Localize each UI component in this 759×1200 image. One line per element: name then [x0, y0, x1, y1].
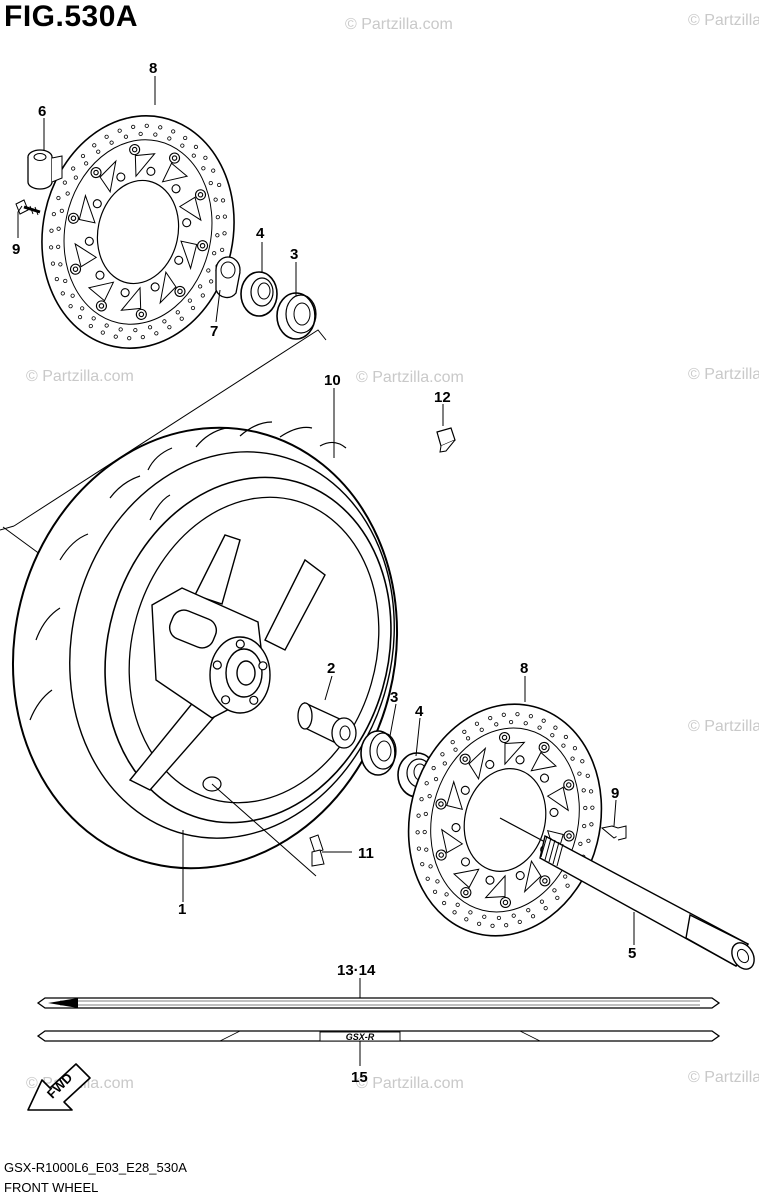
watermark: © Partzilla.com: [688, 1069, 759, 1086]
stripe-text: GSX-R: [346, 1032, 375, 1042]
valve-11: [309, 834, 352, 867]
watermark: © Partzilla.com: [26, 368, 134, 385]
spacer-7: [215, 256, 241, 299]
callout-5: 5: [628, 945, 636, 962]
callout-6: 6: [38, 103, 46, 120]
callout-3-upper: 3: [290, 246, 298, 263]
callout-4-lower: 4: [415, 703, 424, 720]
axle-5: [499, 817, 755, 970]
figure-code: GSX-R1000L6_E03_E28_530A: [4, 1160, 187, 1175]
callout-9-lower: 9: [611, 785, 619, 802]
balancer-weight-12: [436, 427, 456, 453]
bearing-3-upper: [276, 292, 317, 340]
callout-8-lower: 8: [520, 660, 528, 677]
oil-seal-4-upper: [240, 271, 278, 317]
watermark: © Partzilla.com: [356, 369, 464, 386]
callout-13-14: 13·14: [337, 962, 376, 979]
watermark: © Partzilla.com: [688, 366, 759, 383]
wheel-and-tire: [11, 421, 399, 870]
figure-title: FIG.530A: [4, 0, 139, 33]
watermark: © Partzilla.com: [345, 16, 453, 33]
bearing-3-lower: [360, 730, 397, 776]
fwd-arrow: FWD: [27, 1063, 91, 1111]
callout-10: 10: [324, 372, 341, 389]
watermark: © Partzilla.com: [688, 718, 759, 735]
bolt-9-lower: [600, 825, 627, 841]
callout-2: 2: [327, 660, 335, 677]
stripe-15: GSX-R: [36, 1030, 721, 1042]
spacer-6: [27, 149, 63, 190]
watermark: © Partzilla.com: [688, 12, 759, 29]
callout-15: 15: [351, 1069, 368, 1086]
wheel-hub: [151, 587, 271, 719]
callout-8-upper: 8: [149, 60, 157, 77]
figure-name: FRONT WHEEL: [4, 1180, 99, 1195]
spacer-2: [297, 701, 357, 749]
stripe-13-14: [36, 997, 721, 1009]
callout-3-lower: 3: [390, 689, 398, 706]
watermark: © Partzilla.com: [356, 1075, 464, 1092]
callout-7: 7: [210, 323, 218, 340]
callout-4-upper: 4: [256, 225, 265, 242]
callout-12: 12: [434, 389, 451, 406]
bolt-9-upper: [15, 199, 41, 216]
callout-11: 11: [358, 845, 374, 862]
brake-disc-upper: [19, 97, 257, 367]
callout-1: 1: [178, 901, 186, 918]
callout-9-upper: 9: [12, 241, 20, 258]
